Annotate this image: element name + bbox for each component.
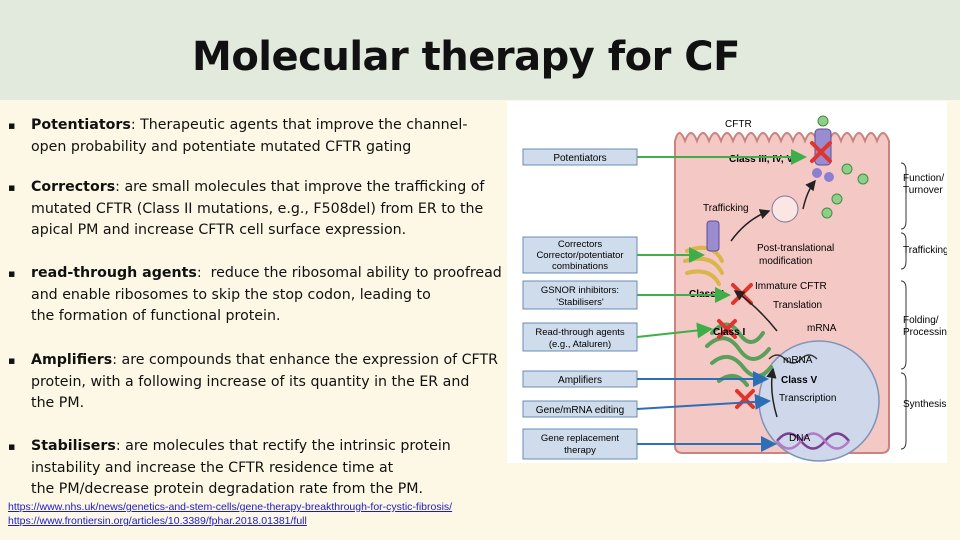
- box-correctors-label-1: Correctors: [558, 239, 603, 250]
- cftr-therapy-figure: CFTR Class III, IV, VI Trafficking Post-…: [507, 101, 952, 463]
- label-class-i: Class I: [713, 327, 745, 338]
- box-potentiators-label: Potentiators: [553, 153, 606, 164]
- bullet-line: the PM.: [31, 395, 85, 411]
- bullet-square-icon: ▪: [8, 119, 16, 132]
- label-ptm-1: Post-translational: [757, 243, 834, 254]
- label-trafficking-right: Trafficking: [903, 245, 947, 256]
- bullet-line: mutated CFTR (Class II mutations, e.g., …: [31, 200, 484, 217]
- box-gene-therapy-label-1: Gene replacement: [541, 433, 620, 444]
- bullet-square-icon: ▪: [8, 354, 16, 367]
- bullet-line: the PM/decrease protein degradation rate…: [31, 481, 424, 497]
- bullet-term: Potentiators: [31, 117, 131, 133]
- bullet-line: the formation of functional protein.: [31, 308, 281, 324]
- references: https://www.nhs.uk/news/genetics-and-ste…: [8, 500, 452, 528]
- ion-dots: [821, 163, 869, 219]
- bullet-line: are molecules that rectify the intrinsic…: [120, 438, 451, 454]
- bullet-line: protein, with a following increase of it…: [31, 373, 470, 390]
- bullet-square-icon: ▪: [8, 267, 16, 280]
- label-trafficking-cell: Trafficking: [703, 203, 749, 214]
- therapy-boxes: Potentiators Correctors Corrector/potent…: [522, 148, 638, 460]
- bullet-separator: :: [130, 117, 136, 133]
- bullet-separator: :: [115, 438, 121, 454]
- bullet-line: instability and increase the CFTR reside…: [31, 459, 394, 476]
- bullet-line: reduce the ribosomal ability to proofrea…: [201, 265, 502, 281]
- box-amplifiers-label: Amplifiers: [558, 375, 602, 386]
- box-readthrough-label-2: (e.g., Ataluren): [549, 339, 611, 350]
- title-bar: [0, 0, 960, 100]
- label-synthesis: Synthesis: [903, 399, 946, 410]
- box-gsnor: [522, 280, 638, 310]
- box-readthrough-label-1: Read-through agents: [535, 327, 625, 338]
- label-processing: Processing: [903, 327, 947, 338]
- bullet-line: are small molecules that improve the tra…: [119, 179, 485, 195]
- bullet-square-icon: ▪: [8, 181, 16, 194]
- mrna-strand: [768, 354, 818, 364]
- label-cftr: CFTR: [725, 119, 752, 130]
- bullet-separator: :: [112, 352, 118, 368]
- bullet-term: Amplifiers: [31, 352, 113, 368]
- right-brackets: [900, 162, 907, 450]
- bullet-term: read-through agents: [31, 265, 197, 281]
- bullet-line: Therapeutic agents that improve the chan…: [135, 117, 468, 133]
- bullet-term: Stabilisers: [31, 438, 116, 454]
- reference-link-frontiers[interactable]: https://www.frontiersin.org/articles/10.…: [8, 515, 307, 527]
- label-mrna-2: mRNA: [783, 355, 813, 366]
- label-dna: DNA: [789, 433, 810, 444]
- reference-link-nhs[interactable]: https://www.nhs.uk/news/genetics-and-ste…: [8, 501, 453, 513]
- slide-title: Molecular therapy for CF: [192, 34, 740, 80]
- label-immature-cftr: Immature CFTR: [755, 281, 827, 292]
- box-correctors-label-3: combinations: [552, 261, 608, 272]
- label-transcription: Transcription: [779, 393, 836, 404]
- label-class-iii-iv-vi: Class III, IV, VI: [729, 154, 796, 165]
- therapy-arrows: [636, 149, 807, 452]
- bullet-line: open probability and potentiate mutated …: [31, 138, 412, 155]
- process-arrows: [730, 179, 816, 418]
- figure-svg: CFTR Class III, IV, VI Trafficking Post-…: [522, 115, 952, 462]
- bullet-line: are compounds that enhance the expressio…: [117, 352, 498, 368]
- label-translation: Translation: [773, 300, 822, 311]
- box-correctors-label-2: Corrector/potentiator: [536, 250, 623, 261]
- label-mrna-1: mRNA: [807, 323, 837, 334]
- box-gene-therapy-label-2: therapy: [564, 445, 596, 456]
- bullet-square-icon: ▪: [8, 440, 16, 453]
- bullet-term: Correctors: [31, 179, 116, 195]
- label-turnover: Turnover: [903, 185, 943, 196]
- label-ptm-2: modification: [759, 256, 812, 267]
- label-function: Function/: [903, 173, 944, 184]
- box-editing-label: Gene/mRNA editing: [536, 405, 624, 416]
- bullet-line: and enable ribosomes to skip the stop co…: [31, 286, 431, 303]
- bullet-separator: :: [196, 265, 202, 281]
- box-gsnor-label-2: 'Stabilisers': [556, 297, 604, 308]
- immature-cftr: [706, 220, 720, 252]
- bullet-separator: :: [115, 179, 120, 195]
- box-gene-therapy: [522, 428, 638, 460]
- bullet-line: apical PM and increase CFTR cell surface…: [31, 222, 407, 238]
- label-class-v: Class V: [781, 375, 817, 386]
- label-folding: Folding/: [903, 315, 939, 326]
- box-correctors: [522, 236, 638, 274]
- vesicle: [771, 195, 799, 223]
- box-gsnor-label-1: GSNOR inhibitors:: [541, 285, 619, 296]
- dna-helix: [776, 432, 850, 450]
- box-readthrough: [522, 322, 638, 352]
